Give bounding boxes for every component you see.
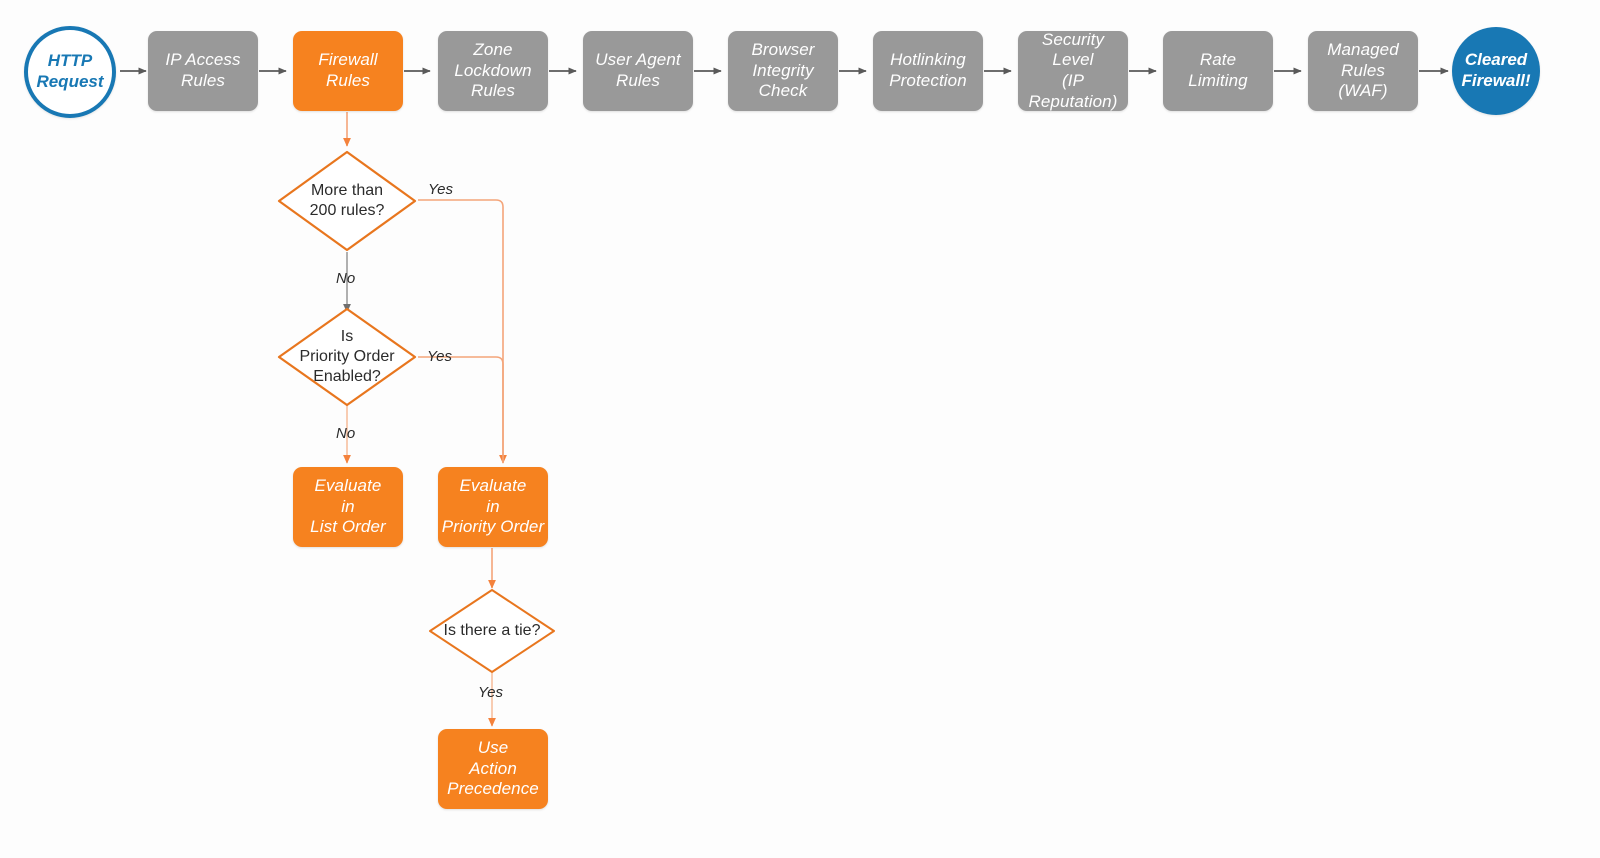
node-managed-rules-waf[interactable]: Managed Rules (WAF) <box>1308 31 1418 111</box>
decision-more-than-200-rules[interactable]: More than 200 rules? <box>277 150 417 252</box>
edge-label-more-than-200-yes: Yes <box>428 181 454 198</box>
node-http-request-label: HTTP Request <box>36 51 104 91</box>
node-security-level[interactable]: Security Level (IP Reputation) <box>1018 29 1128 111</box>
edge-label-more-than-200-no: No <box>336 270 356 287</box>
decision-is-priority-order-enabled[interactable]: Is Priority Order Enabled? <box>277 307 417 407</box>
node-zone-lockdown-rules[interactable]: Zone Lockdown Rules <box>438 31 548 111</box>
edge-more-than-200-yes <box>418 199 507 464</box>
node-browser-integrity-check-label: Browser Integrity Check <box>751 39 815 101</box>
edge-priority-order-yes <box>418 356 504 463</box>
node-cleared-firewall[interactable]: Cleared Firewall! <box>1452 27 1540 115</box>
node-evaluate-in-priority-order-label: Evaluate in Priority Order <box>441 475 545 537</box>
edge-label-priority-order-no: No <box>336 425 356 442</box>
edge-label-priority-order-yes: Yes <box>427 348 453 365</box>
node-user-agent-rules[interactable]: User Agent Rules <box>583 31 693 111</box>
node-evaluate-in-priority-order[interactable]: Evaluate in Priority Order <box>438 467 548 547</box>
node-use-action-precedence-label: Use Action Precedence <box>447 737 539 799</box>
decision-is-there-a-tie-label: Is there a tie? <box>443 622 541 639</box>
node-evaluate-in-list-order-label: Evaluate in List Order <box>310 475 386 537</box>
node-hotlinking-protection[interactable]: Hotlinking Protection <box>873 31 983 111</box>
node-ip-access-rules-label: IP Access Rules <box>165 50 241 90</box>
node-rate-limiting[interactable]: Rate Limiting <box>1163 31 1273 111</box>
node-cleared-firewall-label: Cleared Firewall! <box>1461 50 1531 90</box>
decision-more-than-200-rules-label: More than 200 rules? <box>309 182 385 219</box>
decision-is-there-a-tie[interactable]: Is there a tie? <box>428 588 556 674</box>
node-security-level-label: Security Level (IP Reputation) <box>1028 29 1118 111</box>
node-hotlinking-protection-label: Hotlinking Protection <box>889 50 967 90</box>
node-rate-limiting-label: Rate Limiting <box>1188 50 1248 90</box>
node-use-action-precedence[interactable]: Use Action Precedence <box>438 729 548 809</box>
node-http-request[interactable]: HTTP Request <box>24 26 116 118</box>
node-firewall-rules[interactable]: Firewall Rules <box>293 31 403 111</box>
node-firewall-rules-label: Firewall Rules <box>318 50 378 90</box>
node-zone-lockdown-rules-label: Zone Lockdown Rules <box>454 39 532 101</box>
node-browser-integrity-check[interactable]: Browser Integrity Check <box>728 31 838 111</box>
node-managed-rules-waf-label: Managed Rules (WAF) <box>1327 39 1399 101</box>
decision-is-priority-order-enabled-label: Is Priority Order Enabled? <box>299 328 395 385</box>
edge-label-tie-yes: Yes <box>478 684 504 701</box>
node-user-agent-rules-label: User Agent Rules <box>595 50 681 90</box>
node-evaluate-in-list-order[interactable]: Evaluate in List Order <box>293 467 403 547</box>
node-ip-access-rules[interactable]: IP Access Rules <box>148 31 258 111</box>
